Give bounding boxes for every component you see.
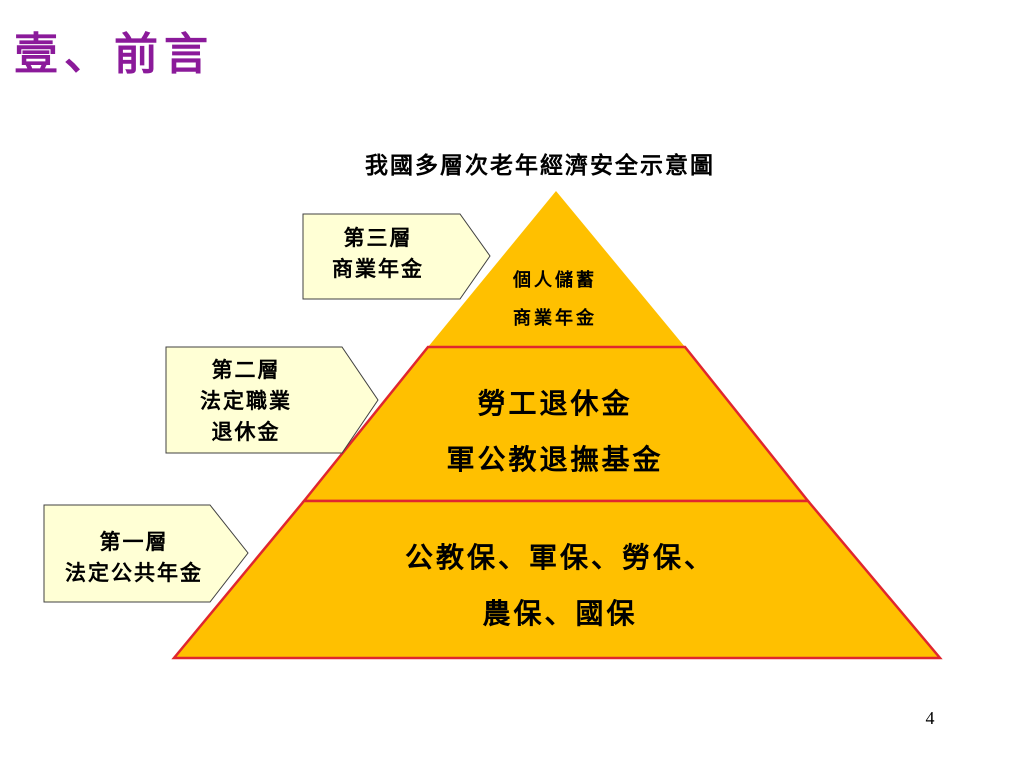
pyramid-layer-1 — [171, 499, 943, 660]
layer-1-text: 公教保、軍保、勞保、 農保、國保 — [330, 530, 790, 642]
callout-layer-3 — [302, 213, 491, 300]
pyramid-layer-3 — [428, 191, 685, 347]
callout-2-line: 法定職業 — [200, 388, 292, 413]
diagram-caption: 我國多層次老年經濟安全示意圖 — [365, 152, 715, 179]
callout-1-line: 法定公共年金 — [65, 560, 203, 585]
callout-3-line: 第三層 — [343, 225, 413, 250]
callout-layer-1 — [43, 504, 249, 603]
callout-2-line: 退休金 — [211, 419, 281, 444]
callout-3-line: 商業年金 — [332, 256, 424, 281]
layer-3-text: 個人儲蓄 商業年金 — [470, 262, 640, 338]
layer-3-line: 個人儲蓄 — [513, 270, 597, 291]
layer-3-line: 商業年金 — [513, 308, 597, 329]
layer-1-line: 農保、國保 — [482, 597, 638, 630]
layer-1-line: 公教保、軍保、勞保、 — [404, 541, 715, 574]
layer-2-line: 勞工退休金 — [477, 387, 633, 420]
layer-2-line: 軍公教退撫基金 — [446, 443, 664, 476]
layer-2-text: 勞工退休金 軍公教退撫基金 — [400, 376, 710, 488]
callout-1-text: 第一層 法定公共年金 — [44, 526, 224, 588]
callout-layer-2 — [165, 346, 379, 454]
slide-title: 壹、前言 — [14, 29, 214, 80]
callout-2-line: 第二層 — [211, 357, 281, 382]
callout-2-text: 第二層 法定職業 退休金 — [166, 354, 326, 447]
callout-3-text: 第三層 商業年金 — [303, 222, 453, 284]
callout-1-line: 第一層 — [99, 529, 169, 554]
page-number: 4 — [925, 708, 935, 728]
